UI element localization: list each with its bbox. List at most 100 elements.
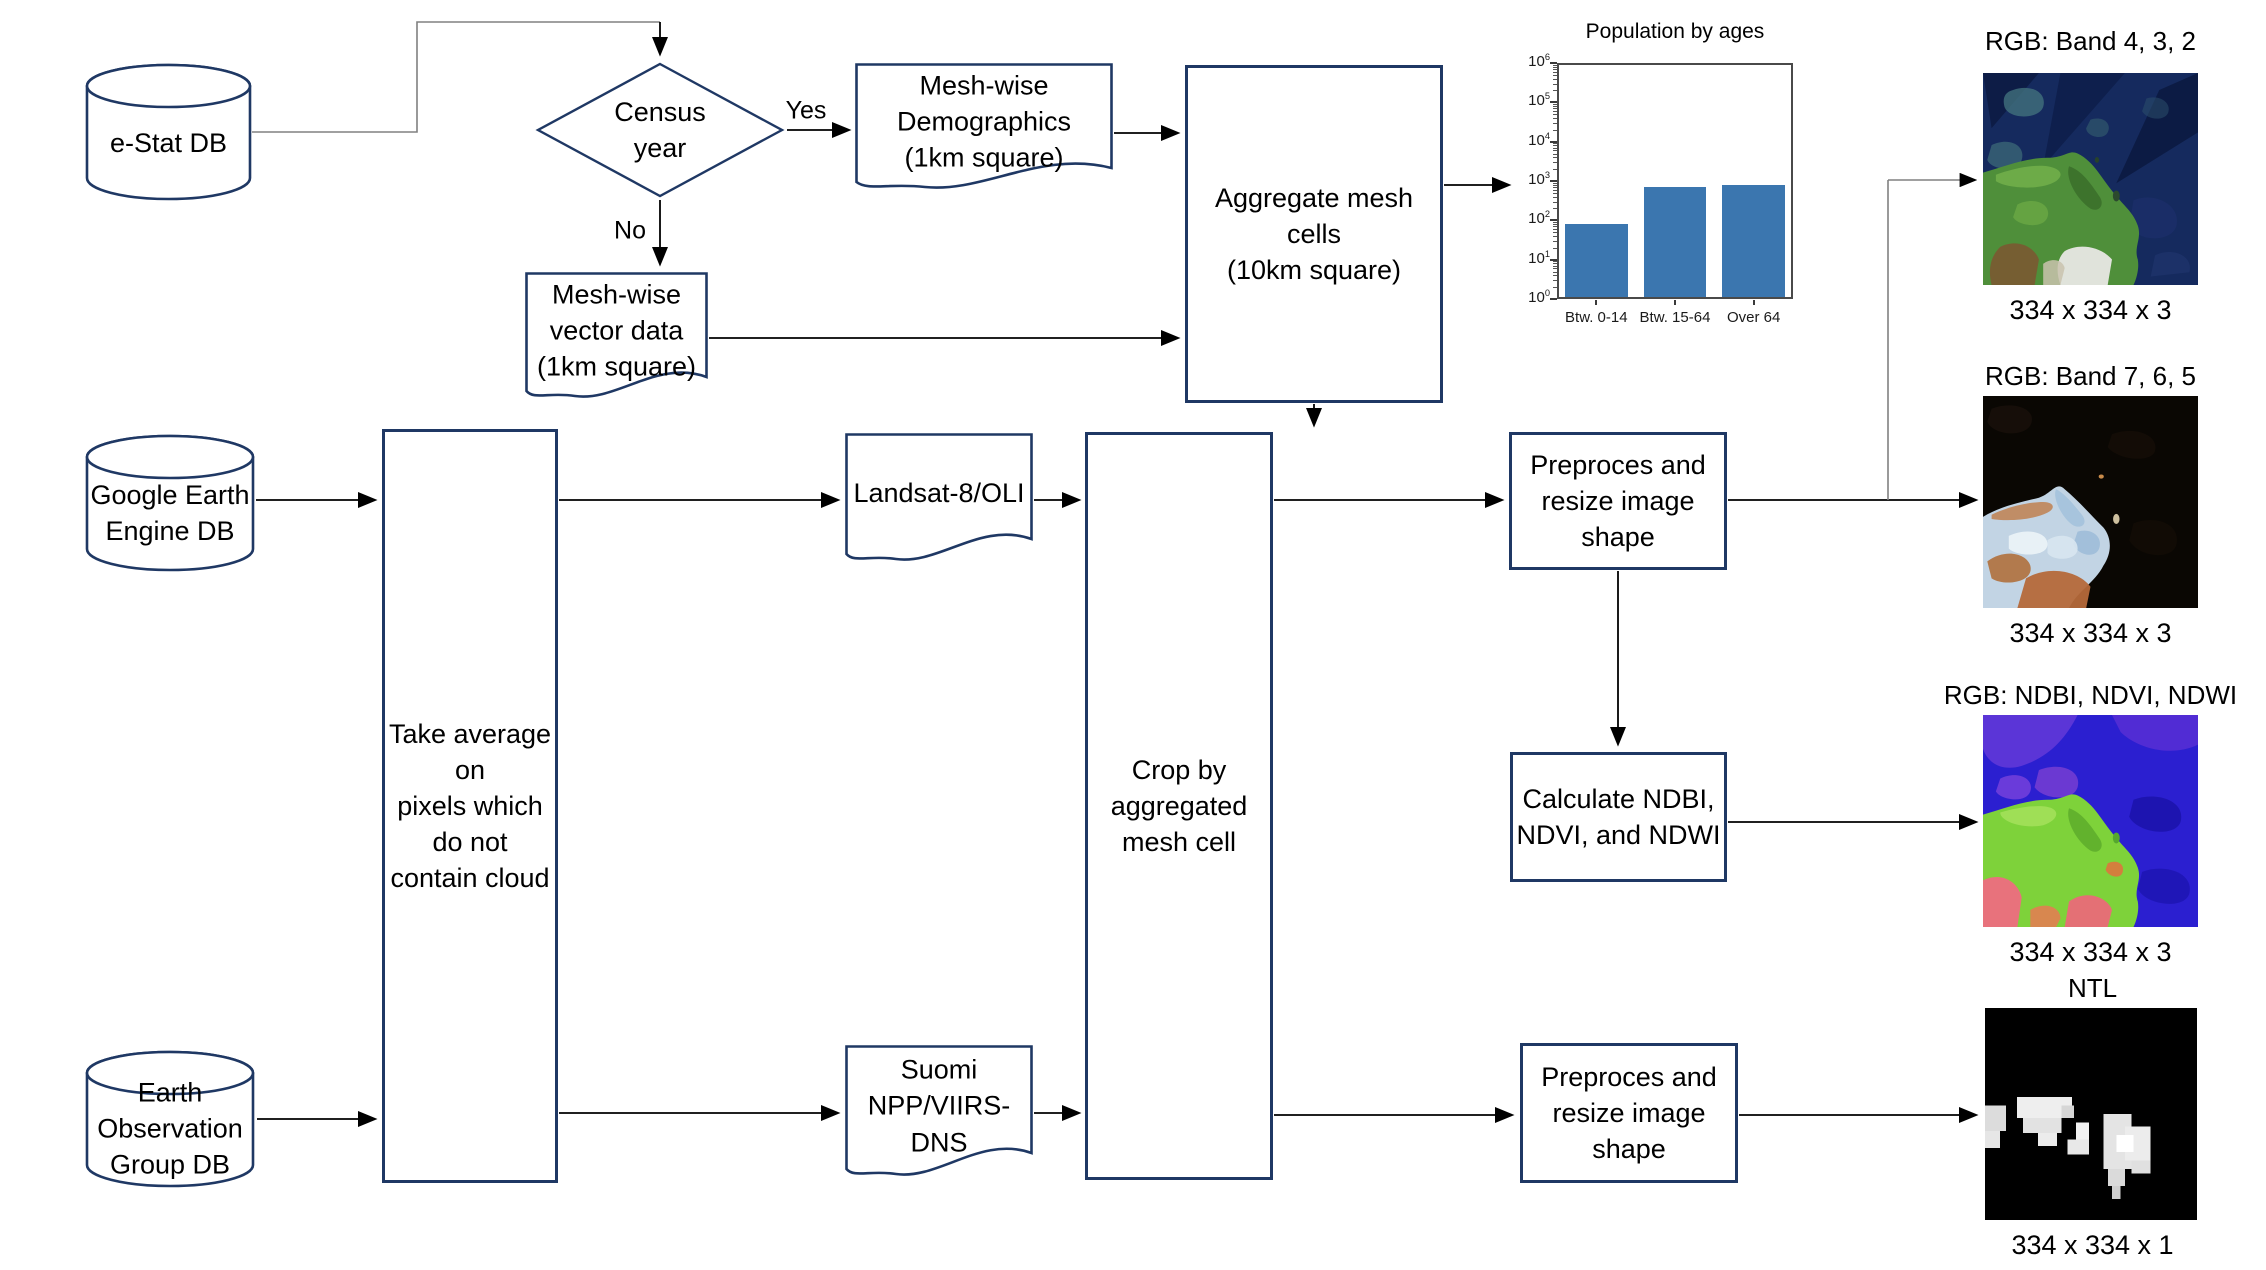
chart-ytick-minor	[1553, 114, 1557, 116]
db-estat: e-Stat DB	[85, 62, 252, 202]
chart-ytick-minor	[1553, 192, 1557, 194]
chart-ytick-mark	[1550, 180, 1557, 182]
chart-ytick-minor	[1553, 208, 1557, 210]
chart-ytick-minor	[1553, 64, 1557, 66]
band432-satellite-image	[1983, 73, 2198, 285]
output-indices-caption: 334 x 334 x 3	[2009, 937, 2172, 967]
chart-ytick-minor	[1553, 153, 1557, 155]
output-indices: RGB: NDBI, NDVI, NDWI 334 x 334 x 3	[1944, 678, 2237, 968]
chart-ytick-minor	[1553, 117, 1557, 119]
edge-label-yes: Yes	[785, 96, 827, 125]
chart-ytick-minor	[1553, 189, 1557, 191]
output-ntl-caption: 334 x 334 x 1	[2011, 1230, 2174, 1260]
chart-ytick-minor	[1553, 201, 1557, 203]
cylinder-shape	[85, 434, 255, 572]
chart-xtick-mark	[1752, 300, 1755, 305]
chart-ytick-label: 101	[1528, 248, 1550, 267]
chart-ytick-minor	[1553, 196, 1557, 198]
output-band765: RGB: Band 7, 6, 5 334 x 334 x 3	[1983, 359, 2198, 649]
doc-landsat: Landsat-8/OLI	[845, 433, 1033, 569]
chart-ytick-minor	[1553, 129, 1557, 131]
edge-label-no: No	[614, 216, 646, 245]
chart-ytick-minor	[1553, 184, 1557, 186]
chart-ytick-mark	[1550, 140, 1557, 143]
output-band765-caption: 334 x 334 x 3	[2009, 618, 2172, 648]
indices-satellite-image	[1983, 715, 2198, 927]
chart-ytick-minor	[1553, 247, 1557, 249]
document-shape	[845, 433, 1033, 561]
chart-ytick-minor	[1553, 187, 1557, 189]
chart-ytick-minor	[1553, 111, 1557, 113]
db-gee: Google Earth Engine DB	[85, 432, 255, 574]
chart-ytick-minor	[1553, 261, 1557, 263]
arrow-estat-elbow	[252, 21, 660, 133]
chart-ytick-minor	[1553, 222, 1557, 224]
chart-ytick-minor	[1553, 78, 1557, 80]
chart-ytick-minor	[1553, 74, 1557, 76]
cylinder-shape	[85, 1050, 255, 1188]
output-band432-caption: 334 x 334 x 3	[2009, 295, 2172, 325]
doc-mesh-vector-label: Mesh-wise vector data (1km square)	[536, 279, 697, 383]
db-estat-label: e-Stat DB	[109, 128, 228, 159]
doc-mesh-demographics: Mesh-wise Demographics (1km square)	[855, 63, 1113, 197]
process-crop-label: Crop by aggregated mesh cell	[1110, 754, 1248, 858]
doc-landsat-label: Landsat-8/OLI	[853, 477, 1025, 508]
output-band765-title: RGB: Band 7, 6, 5	[1984, 361, 2197, 391]
output-ntl: NTL 334 x 334 x 1	[1985, 971, 2200, 1261]
document-shape	[855, 63, 1113, 189]
chart-ytick-minor	[1553, 169, 1557, 171]
chart-ytick-minor	[1553, 71, 1557, 73]
chart-ytick-minor	[1553, 90, 1557, 92]
chart-ytick-minor	[1553, 106, 1557, 108]
chart-ytick-minor	[1553, 83, 1557, 85]
ntl-satellite-image	[1985, 1008, 2197, 1220]
doc-suomi: Suomi NPP/VIIRS- DNS	[845, 1045, 1033, 1184]
chart-ytick-mark	[1550, 101, 1557, 104]
band765-satellite-image	[1983, 396, 2198, 608]
chart-ytick-minor	[1553, 143, 1557, 145]
chart-ytick-minor	[1553, 104, 1557, 106]
chart-ytick-minor	[1553, 226, 1557, 228]
chart-xtick-label: Over 64	[1726, 309, 1781, 326]
process-aggregate: Aggregate mesh cells (10km square)	[1185, 65, 1443, 403]
doc-mesh-vector: Mesh-wise vector data (1km square)	[525, 272, 708, 406]
chart-xtick-mark	[1674, 300, 1676, 305]
chart-ytick-minor	[1553, 265, 1557, 267]
doc-suomi-label: Suomi NPP/VIIRS- DNS	[867, 1054, 1011, 1158]
chart-ytick-minor	[1553, 229, 1557, 231]
chart-ytick-minor	[1553, 268, 1557, 270]
doc-mesh-demographics-label: Mesh-wise Demographics (1km square)	[896, 70, 1072, 174]
chart-ytick-minor	[1553, 122, 1557, 124]
decision-census-year: Census year	[535, 62, 785, 198]
process-crop: Crop by aggregated mesh cell	[1085, 432, 1273, 1180]
chart-ytick-minor	[1553, 147, 1557, 149]
chart-ytick-label: 104	[1528, 130, 1550, 149]
process-preprocess-bottom-label: Preproces and resize image shape	[1541, 1061, 1717, 1165]
chart-ytick-label: 102	[1528, 209, 1550, 228]
process-preprocess-bottom: Preproces and resize image shape	[1520, 1043, 1738, 1183]
output-ntl-title: NTL	[2067, 973, 2118, 1003]
chart-ytick-label: 106	[1528, 52, 1550, 70]
db-gee-label: Google Earth Engine DB	[90, 479, 250, 546]
chart-xtick-label: Btw. 15-64	[1639, 309, 1711, 326]
chart-ytick-mark	[1550, 258, 1557, 261]
process-take-average-label: Take average on pixels which do not cont…	[388, 718, 552, 894]
process-calculate-indices: Calculate NDBI, NDVI, and NDWI	[1510, 752, 1727, 882]
decision-census-label: Census year	[614, 96, 706, 163]
chart-ytick-label: 105	[1528, 91, 1550, 110]
chart-ytick-minor	[1553, 224, 1557, 226]
diamond-shape	[535, 62, 785, 198]
chart-ytick-label: 103	[1528, 170, 1550, 188]
chart-ytick-minor	[1553, 232, 1557, 234]
chart-ytick-minor	[1553, 271, 1557, 273]
chart-ytick-mark	[1550, 219, 1557, 222]
chart-ytick-minor	[1553, 263, 1557, 265]
output-band432: RGB: Band 4, 3, 2 334 x 334 x 3	[1983, 24, 2198, 326]
chart-ytick-minor	[1553, 108, 1557, 110]
chart-ytick-minor	[1553, 235, 1557, 237]
chart-ytick-mark	[1550, 298, 1557, 300]
db-eog: Earth Observation Group DB	[85, 1048, 255, 1190]
chart-ytick-minor	[1553, 162, 1557, 164]
chart-ytick-minor	[1553, 157, 1557, 159]
